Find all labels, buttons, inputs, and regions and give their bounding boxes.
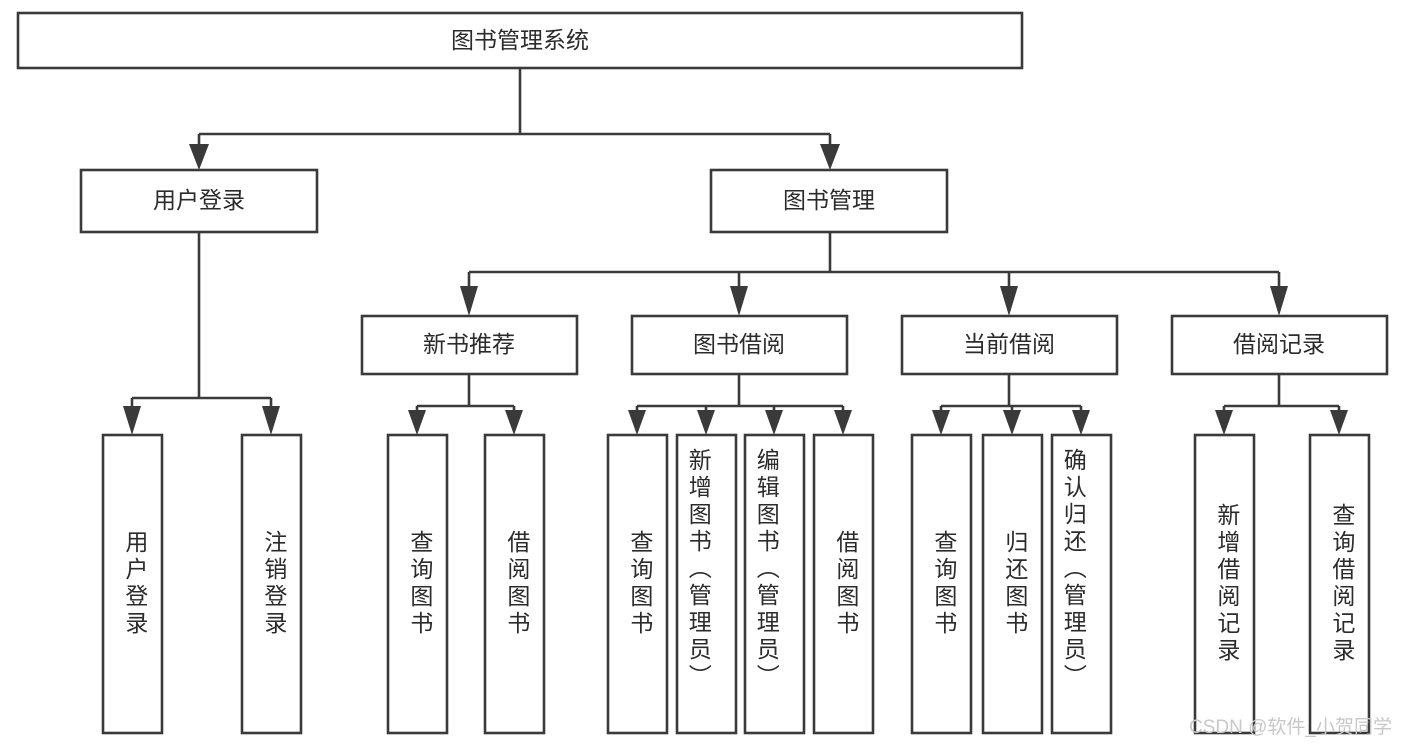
leaf-user-login[interactable]: 用户登录 [101, 433, 164, 735]
node-new-book-recommend[interactable]: 新书推荐 [360, 314, 579, 376]
arrow-to-leaf-user-login [123, 406, 141, 435]
leaf-query-borrow-record-label: 查询借阅记录 [1329, 503, 1356, 665]
leaf-add-borrow-record[interactable]: 新增借阅记录 [1193, 433, 1256, 735]
arrow-to-book-borrow [730, 286, 748, 316]
connector-layer [123, 68, 1348, 435]
node-book-borrow-label: 图书借阅 [693, 331, 785, 357]
leaf-return-book-label: 归还图书 [1002, 530, 1029, 638]
leaf-borrow-query-label: 查询图书 [627, 530, 654, 638]
arrow-current-borrow-leaf-3 [1072, 410, 1090, 435]
node-current-borrow[interactable]: 当前借阅 [900, 314, 1119, 376]
csdn-watermark: CSDN @软件_小贺同学 [1189, 716, 1392, 738]
node-user-login-label: 用户登录 [153, 187, 245, 213]
leaf-new-book-query[interactable]: 查询图书 [386, 433, 449, 735]
node-current-borrow-box[interactable] [900, 314, 1119, 376]
arrow-book-borrow-leaf-2 [697, 410, 715, 435]
leaf-borrow-query[interactable]: 查询图书 [606, 433, 669, 735]
node-user-login[interactable]: 用户登录 [79, 168, 319, 234]
arrow-current-borrow-leaf-1 [932, 410, 950, 435]
leaf-borrow-book-label: 借阅图书 [833, 530, 860, 638]
leaf-add-borrow-record-label: 新增借阅记录 [1214, 503, 1241, 665]
leaf-logout-label: 注销登录 [261, 530, 288, 638]
arrow-book-borrow-leaf-4 [834, 410, 852, 435]
leaf-add-book-admin-box[interactable] [675, 433, 738, 735]
leaf-user-login-label: 用户登录 [122, 530, 149, 638]
node-borrow-record-label: 借阅记录 [1233, 331, 1325, 357]
node-current-borrow-label: 当前借阅 [963, 331, 1055, 357]
arrow-current-borrow-leaf-2 [1003, 410, 1021, 435]
leaf-confirm-return-admin-label: 确认归还（管理员） [1060, 448, 1087, 691]
node-new-book-recommend-label: 新书推荐 [423, 331, 515, 357]
node-book-borrow[interactable]: 图书借阅 [630, 314, 849, 376]
leaf-new-book-borrow-box[interactable] [483, 433, 546, 735]
node-borrow-record-box[interactable] [1170, 314, 1389, 376]
arrow-to-new-book-recommend [460, 286, 478, 316]
node-root[interactable]: 图书管理系统 [16, 11, 1024, 70]
leaf-borrow-book[interactable]: 借阅图书 [812, 433, 875, 735]
node-book-manage-box[interactable] [709, 168, 949, 234]
arrow-new-book-leaf-2 [505, 410, 523, 435]
node-root-label: 图书管理系统 [451, 27, 589, 53]
leaf-confirm-return-admin[interactable]: 确认归还（管理员） [1050, 433, 1113, 735]
leaf-query-borrow-record[interactable]: 查询借阅记录 [1308, 433, 1371, 735]
leaf-return-book[interactable]: 归还图书 [981, 433, 1044, 735]
arrow-borrow-record-leaf-2 [1330, 410, 1348, 435]
leaf-new-book-borrow[interactable]: 借阅图书 [483, 433, 546, 735]
leaf-add-book-admin-label: 新增图书（管理员） [685, 448, 712, 691]
node-book-manage-label: 图书管理 [783, 187, 875, 213]
arrow-to-current-borrow [1000, 286, 1018, 316]
leaf-confirm-return-admin-box[interactable] [1050, 433, 1113, 735]
leaf-query-borrow-record-box[interactable] [1308, 433, 1371, 735]
leaf-logout-box[interactable] [240, 433, 303, 735]
leaf-borrow-query-box[interactable] [606, 433, 669, 735]
leaf-current-query[interactable]: 查询图书 [910, 433, 973, 735]
arrow-book-borrow-leaf-3 [765, 410, 783, 435]
leaf-new-book-query-box[interactable] [386, 433, 449, 735]
node-borrow-record[interactable]: 借阅记录 [1170, 314, 1389, 376]
leaf-logout[interactable]: 注销登录 [240, 433, 303, 735]
leaf-edit-book-admin-box[interactable] [743, 433, 806, 735]
node-root-box[interactable] [16, 11, 1024, 70]
leaf-edit-book-admin-label: 编辑图书（管理员） [753, 448, 780, 691]
leaf-add-borrow-record-box[interactable] [1193, 433, 1256, 735]
arrow-to-borrow-record [1270, 286, 1288, 316]
arrow-root-to-user-login [189, 144, 209, 170]
arrow-root-to-book-manage [820, 144, 840, 170]
node-user-login-box[interactable] [79, 168, 319, 234]
node-book-manage[interactable]: 图书管理 [709, 168, 949, 234]
leaf-return-book-box[interactable] [981, 433, 1044, 735]
leaf-current-query-box[interactable] [910, 433, 973, 735]
leaf-current-query-label: 查询图书 [931, 530, 958, 638]
leaf-edit-book-admin[interactable]: 编辑图书（管理员） [743, 433, 806, 735]
leaf-new-book-borrow-label: 借阅图书 [504, 530, 531, 638]
leaf-add-book-admin[interactable]: 新增图书（管理员） [675, 433, 738, 735]
leaf-borrow-book-box[interactable] [812, 433, 875, 735]
node-new-book-recommend-box[interactable] [360, 314, 579, 376]
arrow-new-book-leaf-1 [408, 410, 426, 435]
leaf-user-login-box[interactable] [101, 433, 164, 735]
arrow-to-leaf-logout [262, 406, 280, 435]
arrow-book-borrow-leaf-1 [628, 410, 646, 435]
leaf-new-book-query-label: 查询图书 [407, 530, 434, 638]
node-book-borrow-box[interactable] [630, 314, 849, 376]
arrow-borrow-record-leaf-1 [1215, 410, 1233, 435]
